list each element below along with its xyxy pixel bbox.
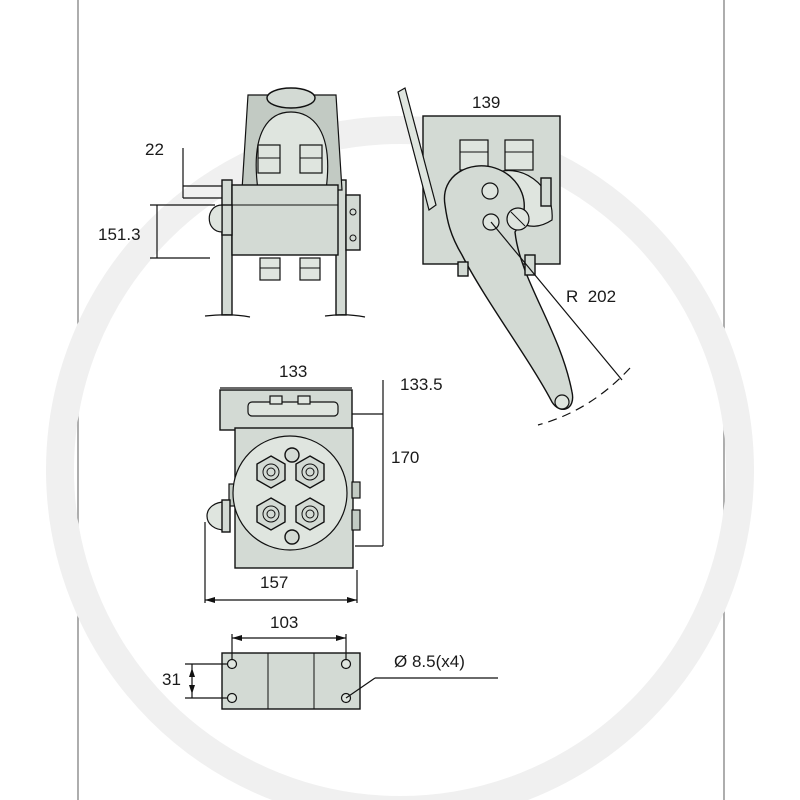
side-handle	[443, 165, 574, 410]
base-hole-2	[340, 658, 352, 670]
dim-157-label: 157	[260, 573, 288, 592]
dim-31-label: 31	[162, 670, 181, 689]
dim-151-label: 151.3	[98, 225, 141, 244]
side-handle-hole	[554, 394, 570, 410]
middle-top-slot	[247, 401, 339, 417]
front-push-button	[208, 204, 223, 233]
ground-line-left	[204, 314, 251, 318]
base-hole-1	[226, 658, 238, 670]
dim-170-label: 170	[391, 448, 419, 467]
middle-view: 133 133.5 170 157	[204, 362, 443, 603]
front-cover-knob	[266, 87, 316, 109]
base-plate-view: 103 31 Ø 8.5(x4)	[162, 613, 498, 710]
dim-22-label: 22	[145, 140, 164, 159]
side-fitting-right	[504, 139, 534, 171]
front-view: 22 151.3	[98, 87, 366, 318]
dim-diameter-leader	[345, 677, 376, 699]
front-bottom-fitting-left	[259, 257, 281, 281]
dim-103-label: 103	[270, 613, 298, 632]
dim-139-label: 139	[472, 93, 500, 112]
dim-133-5-label: 133.5	[400, 375, 443, 394]
dim-133-label: 133	[279, 362, 307, 381]
front-bottom-fitting-right	[299, 257, 321, 281]
dim-radius-line	[490, 221, 623, 381]
dim-radius-arc	[537, 367, 631, 426]
base-hole-3	[226, 692, 238, 704]
front-fitting-left	[257, 144, 281, 174]
middle-port-bottom-right	[295, 497, 325, 531]
base-plate	[221, 652, 361, 710]
front-right-plate	[345, 194, 361, 251]
front-left-leg	[221, 179, 233, 316]
front-body	[231, 184, 339, 256]
ground-line-right	[324, 314, 366, 318]
watermark-ring	[46, 116, 754, 800]
side-fitting-left	[459, 139, 489, 171]
side-lever-rod	[397, 87, 437, 211]
middle-port-top-left	[256, 455, 286, 489]
side-pivot-upper	[481, 182, 499, 200]
middle-port-top-right	[295, 455, 325, 489]
side-view: 139 R 202	[397, 87, 631, 426]
front-left-plate	[221, 204, 233, 236]
dim-diameter-label: Ø 8.5(x4)	[394, 652, 465, 671]
middle-port-bottom-left	[256, 497, 286, 531]
dim-radius-label: R 202	[566, 287, 616, 306]
front-fitting-right	[299, 144, 323, 174]
